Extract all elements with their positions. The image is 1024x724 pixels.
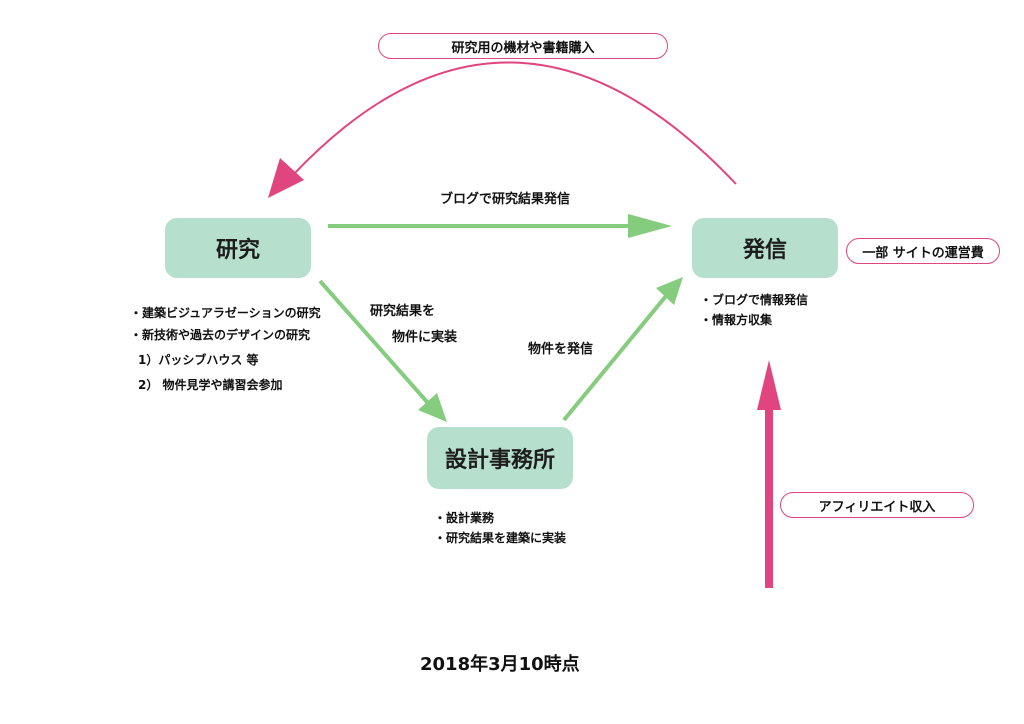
research-node: 研究 [165, 218, 311, 278]
office-list-item: ・研究結果を建築に実装 [434, 531, 567, 545]
arrow-office-to-publish [562, 294, 668, 422]
research-list-item: ・新技術や過去のデザインの研究 [130, 328, 311, 342]
affiliate-income-pill: アフィリエイト収入 [780, 492, 974, 518]
research-list-item: ・建築ビジュアラゼーションの研究 [130, 306, 321, 320]
blog-edge-label: ブログで研究結果発信 [440, 192, 571, 207]
arrow-research-to-office [318, 279, 430, 405]
result-edge-label-line2: 物件に実装 [392, 330, 458, 345]
publish-list: ・ブログで情報発信 ・情報方収集 [700, 290, 808, 330]
publish-list-item: ・ブログで情報発信 [700, 293, 809, 307]
publish-node: 発信 [692, 218, 838, 278]
research-list: ・建築ビジュアラゼーションの研究 ・新技術や過去のデザインの研究 1）パッシブハ… [130, 302, 321, 396]
arrow-publish-to-research [291, 61, 737, 185]
research-list-item: 1）パッシブハウス 等 [138, 353, 259, 367]
arrow-research-to-office-head [418, 393, 447, 422]
research-node-label: 研究 [215, 238, 260, 263]
arrow-office-to-publish-head [656, 277, 683, 305]
office-list-item: ・設計業務 [434, 511, 495, 525]
affiliate-income-label: アフィリエイト収入 [818, 499, 936, 515]
site-cost-label: 一部 サイトの運営費 [862, 245, 984, 261]
result-edge-label-line1: 研究結果を [370, 304, 436, 319]
arrow-affiliate-head [757, 360, 781, 410]
design-office-node: 設計事務所 [427, 427, 573, 489]
publish-list-item: ・情報方収集 [700, 313, 773, 327]
publish-node-label: 発信 [742, 238, 787, 263]
arrow-research-to-publish-head [628, 214, 672, 238]
property-edge-label: 物件を発信 [528, 342, 594, 357]
site-cost-pill: 一部 サイトの運営費 [846, 238, 1000, 264]
arrow-publish-to-research-head [268, 158, 304, 198]
equipment-purchase-pill: 研究用の機材や書籍購入 [378, 33, 668, 59]
office-list: ・設計業務 ・研究結果を建築に実装 [434, 508, 566, 548]
design-office-node-label: 設計事務所 [444, 448, 555, 473]
research-list-item: 2） 物件見学や講習会参加 [138, 378, 283, 392]
equipment-purchase-label: 研究用の機材や書籍購入 [451, 40, 595, 56]
arrow-affiliate-shaft [765, 408, 773, 588]
date-caption: 2018年3月10時点 [420, 654, 580, 675]
